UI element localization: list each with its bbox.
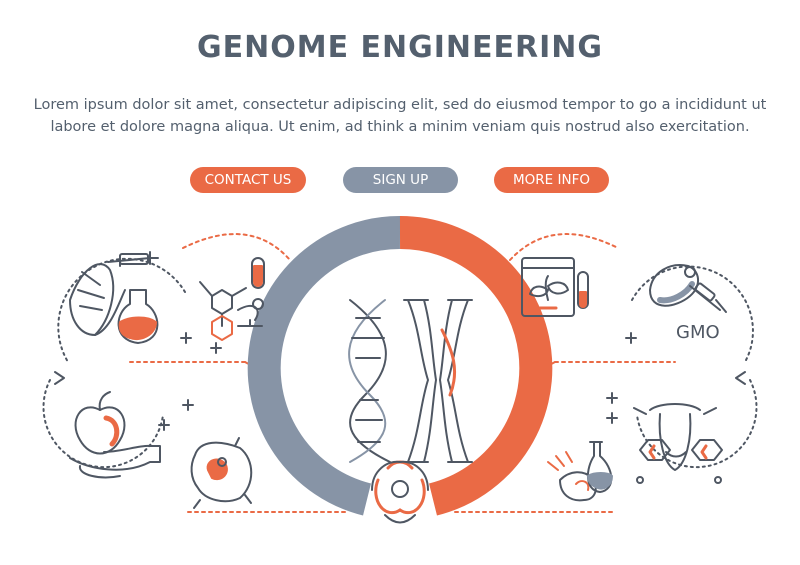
flask-icon	[117, 289, 159, 344]
apple-icon	[74, 391, 126, 455]
cow-icon	[633, 403, 723, 484]
test-tube-icon	[251, 257, 265, 289]
contact-us-button[interactable]: CONTACT US	[190, 167, 306, 193]
plant-icon	[521, 257, 589, 317]
molecule-icon	[199, 281, 247, 341]
more-info-button[interactable]: MORE INFO	[494, 167, 609, 193]
plus-decorations	[158, 332, 637, 431]
syringe-icon	[107, 251, 159, 267]
gmo-label: GMO	[676, 322, 720, 343]
dotted-connectors	[42, 233, 758, 513]
cell-icon	[190, 437, 253, 509]
illustration: GMO	[42, 215, 758, 524]
hand-icon	[69, 444, 161, 479]
central-ring	[247, 215, 553, 516]
sign-up-button[interactable]: SIGN UP	[343, 167, 458, 193]
flask-icon-2	[587, 441, 613, 493]
corn-icon	[69, 263, 126, 336]
chromosome-icon	[403, 299, 473, 463]
biohazard-icon	[371, 460, 429, 524]
description-text: Lorem ipsum dolor sit amet, consectetur …	[33, 97, 767, 135]
syringe-icon-2	[689, 282, 727, 313]
microscope-icon	[237, 298, 264, 327]
page-title: GENOME ENGINEERING	[197, 30, 603, 65]
fire-icon	[547, 451, 597, 502]
dna-icon	[348, 299, 391, 463]
